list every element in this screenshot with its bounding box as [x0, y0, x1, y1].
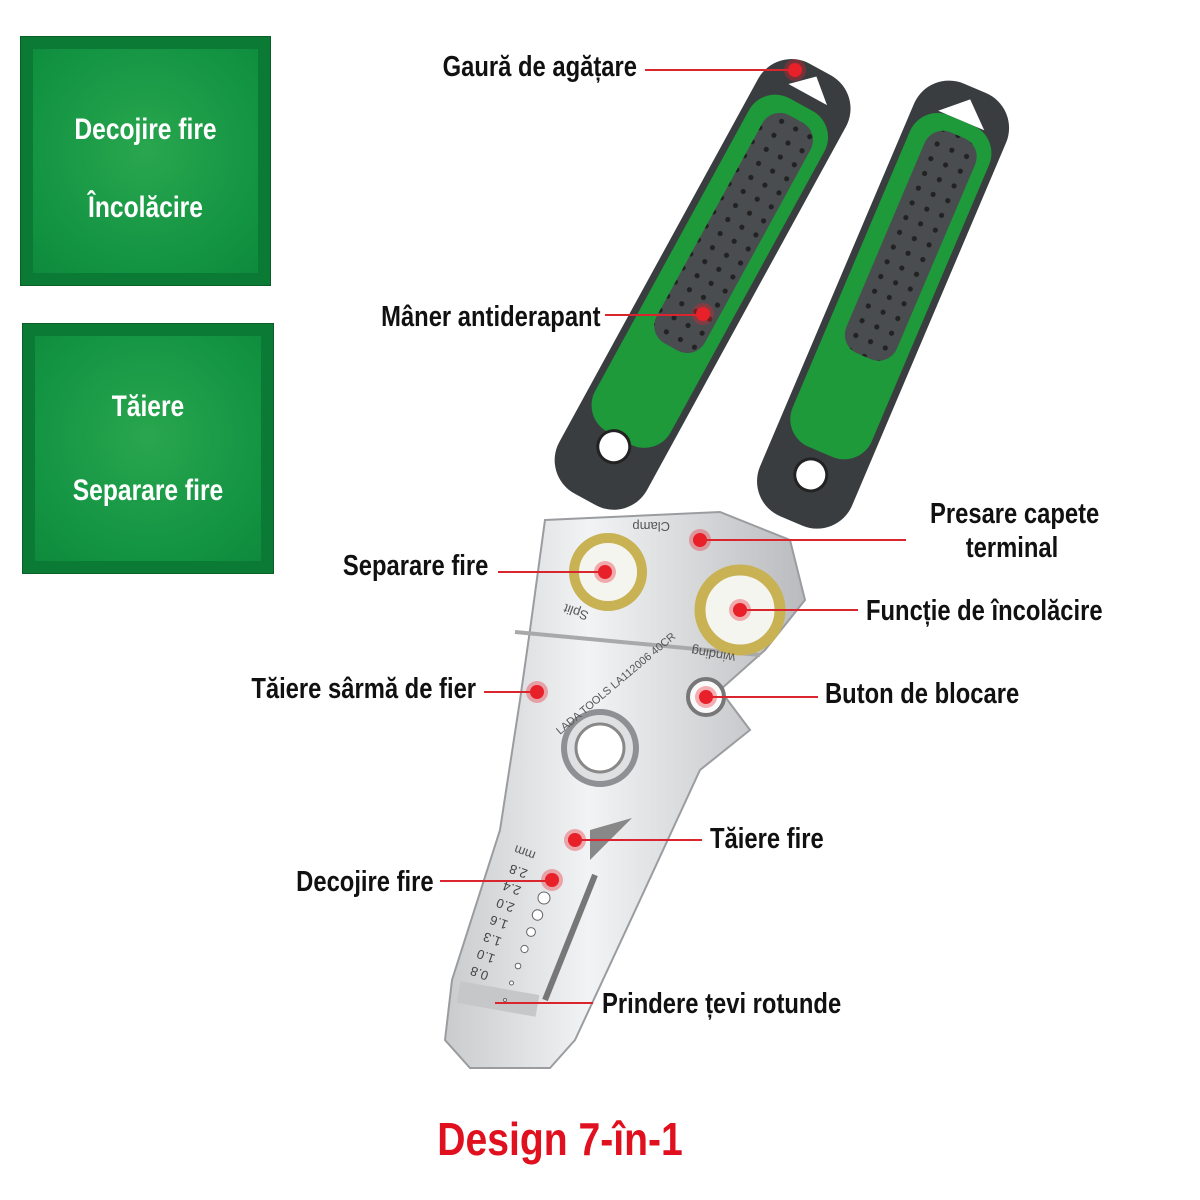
feature-box-cutting: Tăiere Separare fire — [22, 323, 274, 574]
callout-hanging-hole: Gaură de agățare — [442, 51, 637, 83]
callout-terminal-crimping-2: terminal — [965, 532, 1059, 564]
callout-dot — [788, 63, 802, 77]
left-handle — [554, 59, 851, 510]
callout-dot — [530, 685, 544, 699]
feature-box-line: Încolăcire — [88, 191, 203, 224]
callout-iron-wire-cutting: Tăiere sârmă de fier — [251, 673, 476, 705]
callout-line — [498, 571, 605, 573]
callout-dot — [568, 833, 582, 847]
callout-dot — [598, 565, 612, 579]
callout-line — [700, 539, 906, 541]
feature-box-line: Decojire fire — [74, 113, 217, 146]
callout-round-pipe-grip: Prindere țevi rotunde — [602, 988, 842, 1020]
callout-lock-button: Buton de blocare — [825, 678, 1020, 710]
engraving-clamp: Clamp — [632, 519, 670, 534]
callout-wire-splitting: Separare fire — [342, 550, 488, 582]
callout-line — [495, 1002, 593, 1004]
gauge-label: 0.8 — [468, 963, 490, 983]
gauge-hole — [526, 927, 536, 937]
gauge-hole — [531, 909, 544, 921]
callout-line — [605, 314, 703, 316]
gauge-hole — [537, 891, 551, 905]
engraving-unit: mm — [512, 842, 537, 864]
gauge-label: 1.0 — [475, 946, 497, 966]
callout-wire-stripping: Decojire fire — [296, 866, 434, 898]
feature-box-line: Separare fire — [72, 474, 224, 507]
callout-dot — [696, 307, 710, 321]
gauge-scale: 2.82.42.01.61.31.00.8 — [468, 861, 551, 1002]
gauge-label: 2.0 — [494, 895, 516, 915]
callout-line — [645, 69, 795, 71]
right-handle — [757, 80, 1010, 529]
callout-line — [440, 880, 552, 882]
gauge-label: 1.6 — [488, 912, 510, 932]
callout-line — [484, 691, 537, 693]
callout-wire-cutting: Tăiere fire — [710, 823, 824, 855]
feature-box-line: Tăiere — [111, 390, 185, 423]
callout-non-slip-handle: Mâner antiderapant — [380, 301, 600, 333]
gauge-hole — [514, 962, 522, 970]
callout-line — [740, 609, 858, 611]
callout-winding-function: Funcție de încolăcire — [866, 595, 1103, 627]
callout-dot — [733, 603, 747, 617]
gauge-hole — [520, 944, 529, 954]
callout-line — [575, 839, 702, 841]
callout-terminal-crimping: Presare capete — [930, 498, 1100, 530]
feature-box-stripping: Decojire fire Încolăcire — [20, 36, 271, 286]
callout-dot — [693, 533, 707, 547]
callout-dot — [545, 873, 559, 887]
gauge-hole — [503, 998, 507, 1002]
page-title: Design 7-în-1 — [437, 1113, 683, 1165]
gauge-label: 2.8 — [507, 861, 529, 881]
callout-line — [706, 696, 818, 698]
gauge-label: 2.4 — [501, 878, 523, 898]
gauge-label: 1.3 — [481, 929, 503, 949]
callout-dot — [699, 690, 713, 704]
gauge-hole — [509, 980, 514, 986]
